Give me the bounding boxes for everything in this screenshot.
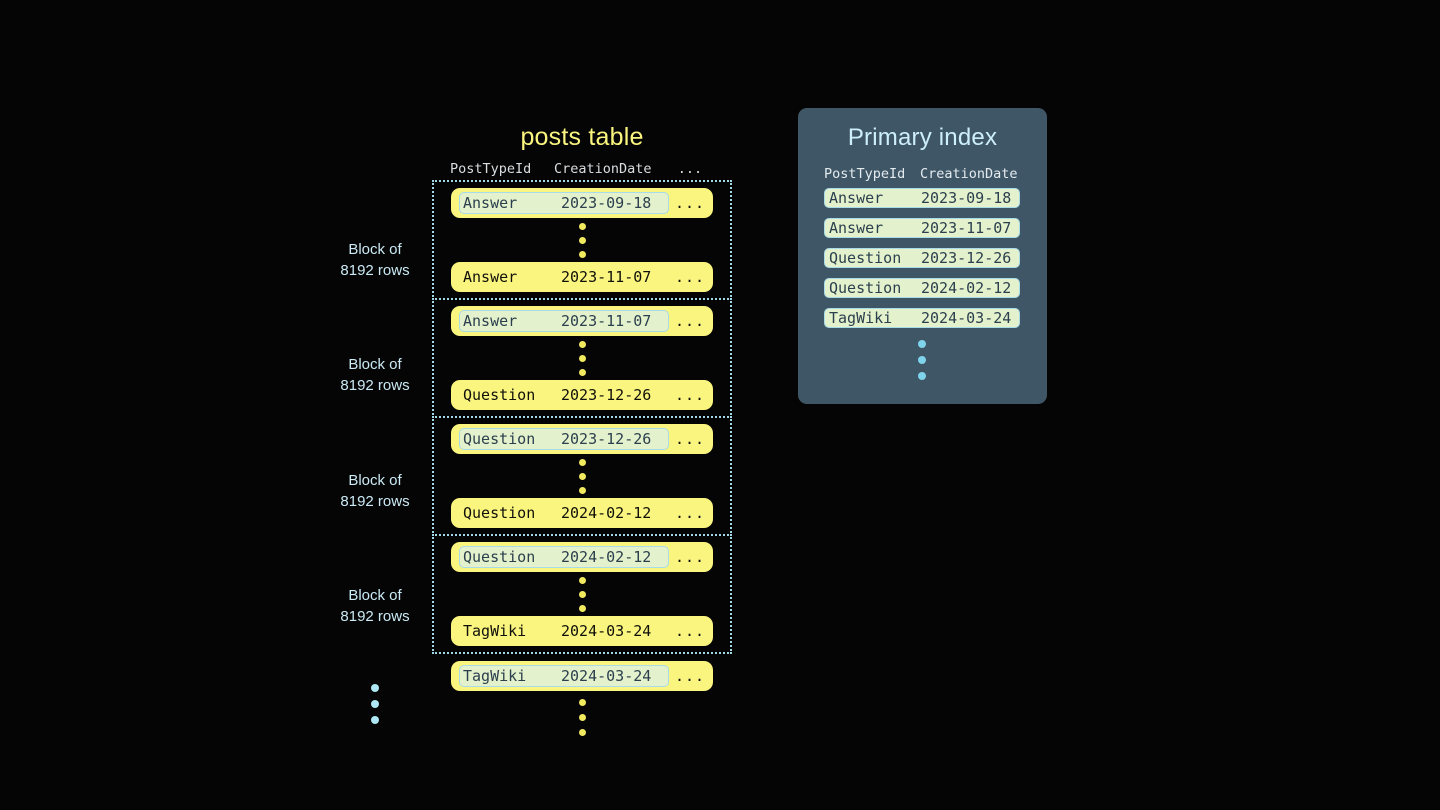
column-header-creationdate: CreationDate <box>554 161 652 177</box>
table-block: Answer 2023-09-18 ... Answer 2023-11-07 … <box>432 180 732 300</box>
index-creationdate: 2023-09-18 <box>921 189 1012 207</box>
row-creationdate: 2024-03-24 <box>561 667 652 685</box>
block-label-line1: Block of <box>348 241 402 258</box>
row-posttypeid: Question <box>463 430 536 448</box>
posts-table-title: posts table <box>520 123 644 151</box>
row-ellipsis <box>434 218 730 262</box>
block-label-line2: 8192 rows <box>340 608 410 625</box>
table-row: TagWiki 2024-03-24 ... <box>451 616 713 646</box>
block-label-line1: Block of <box>348 356 402 373</box>
block-label: Block of 8192 rows <box>315 354 435 396</box>
row-creationdate: 2023-11-07 <box>561 268 652 286</box>
row-more: ... <box>675 312 706 330</box>
table-row: Question 2024-02-12 ... <box>451 498 713 528</box>
row-more: ... <box>675 667 706 685</box>
row-cells: TagWiki 2024-03-24 <box>459 620 669 642</box>
row-more: ... <box>675 386 706 404</box>
row-posttypeid: Answer <box>463 312 518 330</box>
column-header-more: ... <box>677 161 703 177</box>
index-posttypeid: Question <box>829 249 902 267</box>
row-posttypeid: Answer <box>463 268 518 286</box>
row-highlight-box: Question 2023-12-26 <box>459 428 669 450</box>
table-block: Question 2023-12-26 ... Question 2024-02… <box>432 416 732 536</box>
row-posttypeid: Question <box>463 504 536 522</box>
row-posttypeid: Question <box>463 548 536 566</box>
block-label-line2: 8192 rows <box>340 493 410 510</box>
row-creationdate: 2023-09-18 <box>561 194 652 212</box>
row-highlight-box: Answer 2023-11-07 <box>459 310 669 332</box>
table-row: Answer 2023-11-07 ... <box>451 262 713 292</box>
row-posttypeid: TagWiki <box>463 667 527 685</box>
row-more: ... <box>675 622 706 640</box>
row-more: ... <box>675 548 706 566</box>
row-creationdate: 2023-11-07 <box>561 312 652 330</box>
row-ellipsis <box>434 572 730 616</box>
block-label-line1: Block of <box>348 472 402 489</box>
primary-index-column-headers: PostTypeId CreationDate <box>798 154 1047 184</box>
row-creationdate: 2024-02-12 <box>561 504 652 522</box>
block-label-line2: 8192 rows <box>340 377 410 394</box>
block-label-line2: 8192 rows <box>340 262 410 279</box>
table-row: Answer 2023-11-07 ... <box>451 306 713 336</box>
row-more: ... <box>675 194 706 212</box>
primary-index-panel: Primary index PostTypeId CreationDate An… <box>798 108 1047 404</box>
row-creationdate: 2023-12-26 <box>561 430 652 448</box>
row-creationdate: 2024-02-12 <box>561 548 652 566</box>
index-row: Question 2024-02-12 <box>824 278 1020 298</box>
table-row: Answer 2023-09-18 ... <box>451 188 713 218</box>
blocks-ellipsis <box>360 684 390 724</box>
index-posttypeid: Answer <box>829 219 884 237</box>
index-posttypeid: TagWiki <box>829 309 893 327</box>
posts-table-column-headers: PostTypeId CreationDate ... <box>432 158 732 180</box>
block-label: Block of 8192 rows <box>315 585 435 627</box>
row-more: ... <box>675 268 706 286</box>
index-posttypeid: Question <box>829 279 902 297</box>
row-cells: Question 2024-02-12 <box>459 502 669 524</box>
table-row: Question 2023-12-26 ... <box>451 424 713 454</box>
index-creationdate: 2023-12-26 <box>921 249 1012 267</box>
row-creationdate: 2023-12-26 <box>561 386 652 404</box>
index-creationdate: 2023-11-07 <box>921 219 1012 237</box>
row-posttypeid: Question <box>463 386 536 404</box>
row-ellipsis <box>434 336 730 380</box>
row-creationdate: 2024-03-24 <box>561 622 652 640</box>
trailing-row-wrapper: TagWiki 2024-03-24 ... <box>432 652 732 691</box>
table-row: Question 2023-12-26 ... <box>451 380 713 410</box>
posts-table-ellipsis <box>432 691 732 743</box>
primary-index-title: Primary index <box>847 124 998 151</box>
row-highlight-box: Answer 2023-09-18 <box>459 192 669 214</box>
primary-index-rows: Answer 2023-09-18 Answer 2023-11-07 Ques… <box>798 184 1047 328</box>
index-creationdate: 2024-02-12 <box>921 279 1012 297</box>
table-block: Answer 2023-11-07 ... Question 2023-12-2… <box>432 298 732 418</box>
column-header-creationdate: CreationDate <box>920 166 1018 182</box>
column-header-posttypeid: PostTypeId <box>824 166 906 182</box>
row-highlight-box: TagWiki 2024-03-24 <box>459 665 669 687</box>
index-creationdate: 2024-03-24 <box>921 309 1012 327</box>
block-label-line1: Block of <box>348 587 402 604</box>
posts-table-blocks: Answer 2023-09-18 ... Answer 2023-11-07 … <box>432 180 732 654</box>
block-label: Block of 8192 rows <box>315 239 435 281</box>
index-row: TagWiki 2024-03-24 <box>824 308 1020 328</box>
index-row: Answer 2023-11-07 <box>824 218 1020 238</box>
posts-table-diagram: posts table PostTypeId CreationDate ... … <box>432 120 732 743</box>
row-cells: Answer 2023-11-07 <box>459 266 669 288</box>
index-posttypeid: Answer <box>829 189 884 207</box>
row-posttypeid: Answer <box>463 194 518 212</box>
table-row: TagWiki 2024-03-24 ... <box>451 661 713 691</box>
index-row: Question 2023-12-26 <box>824 248 1020 268</box>
row-highlight-box: Question 2024-02-12 <box>459 546 669 568</box>
row-posttypeid: TagWiki <box>463 622 527 640</box>
column-header-posttypeid: PostTypeId <box>450 161 532 177</box>
table-row: Question 2024-02-12 ... <box>451 542 713 572</box>
primary-index-ellipsis <box>824 338 1020 380</box>
index-row: Answer 2023-09-18 <box>824 188 1020 208</box>
row-more: ... <box>675 504 706 522</box>
table-block: Question 2024-02-12 ... TagWiki 2024-03-… <box>432 534 732 654</box>
row-ellipsis <box>434 454 730 498</box>
block-label: Block of 8192 rows <box>315 470 435 512</box>
row-cells: Question 2023-12-26 <box>459 384 669 406</box>
row-more: ... <box>675 430 706 448</box>
